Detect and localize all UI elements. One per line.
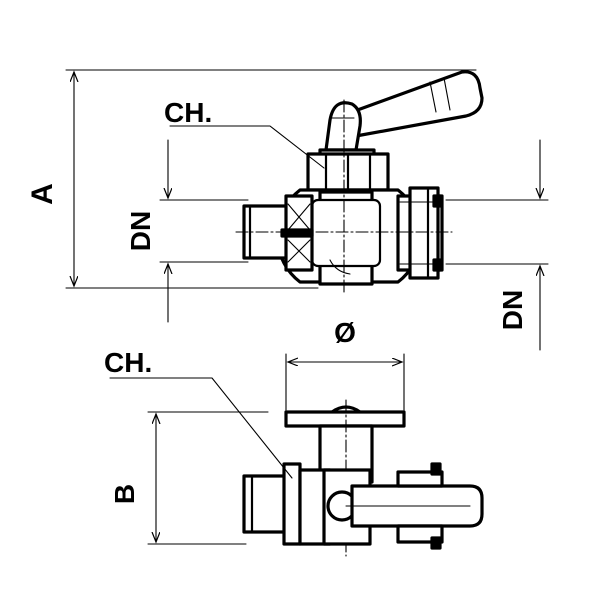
dimension-dn-left: DN — [125, 139, 249, 323]
handle-lever — [324, 70, 484, 152]
dimension-dn-right-label: DN — [497, 290, 528, 330]
dimension-b: B — [109, 411, 269, 545]
hex-nut — [306, 148, 390, 192]
dimension-dn-left-label: DN — [125, 211, 156, 251]
bottom-valve-body — [242, 462, 484, 550]
ch-bottom-label: CH. — [104, 347, 152, 378]
left-thread-end — [242, 194, 314, 272]
dimension-b-label: B — [109, 484, 140, 504]
right-union-end — [396, 186, 444, 280]
bottom-view: Ø B CH. — [104, 317, 484, 557]
ch-leader-top: CH. — [164, 97, 325, 169]
dimension-a-label: A — [26, 183, 59, 205]
ch-top-label: CH. — [164, 97, 212, 128]
dimension-diameter: Ø — [285, 317, 405, 411]
dimension-dn-right: DN — [445, 139, 549, 351]
dimension-a: A — [26, 69, 477, 289]
ch-leader-bottom: CH. — [104, 347, 293, 479]
top-view: A DN DN CH. — [26, 69, 549, 351]
dimension-diameter-label: Ø — [334, 317, 356, 348]
